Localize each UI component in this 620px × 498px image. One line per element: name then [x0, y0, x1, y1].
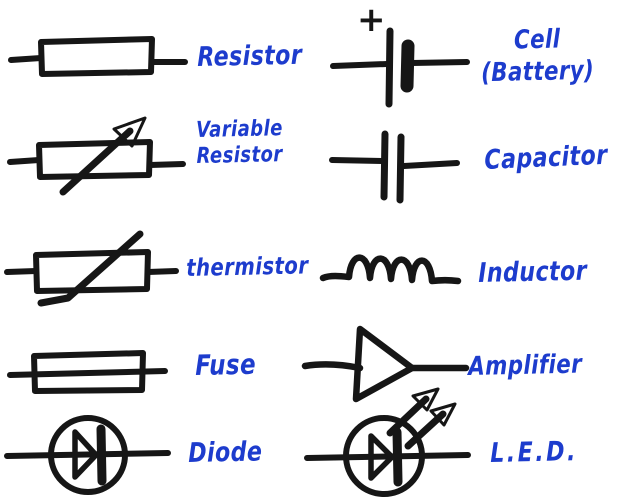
capacitor-label: Capacitor — [484, 139, 608, 176]
variable-resistor-symbol — [7, 116, 186, 196]
resistor-label: Resistor — [197, 39, 303, 73]
led-label: L.E.D. — [490, 436, 579, 469]
cell-battery-label-line2: (Battery) — [480, 55, 595, 89]
variable-resistor-label-line2: Resistor — [196, 142, 283, 169]
variable-resistor-label-line1: Variable — [196, 116, 283, 143]
inductor-label: Inductor — [478, 255, 588, 289]
capacitor-symbol — [329, 130, 460, 204]
thermistor-label: thermistor — [186, 251, 309, 282]
led-symbol — [304, 387, 471, 497]
resistor-symbol — [8, 36, 188, 77]
cell-battery-label-line1: Cell — [513, 24, 561, 56]
fuse-symbol — [7, 350, 168, 394]
variable-resistor-label: Variable Resistor — [196, 116, 283, 170]
cell-battery-symbol — [330, 27, 470, 108]
amplifier-label: Amplifier — [468, 349, 583, 382]
thermistor-symbol — [4, 230, 179, 307]
diode-label: Diode — [188, 436, 263, 469]
inductor-symbol — [319, 254, 462, 285]
cell-battery-label: Cell (Battery) — [476, 23, 600, 90]
fuse-label: Fuse — [195, 347, 257, 382]
cell-positive-terminal-marker: + — [357, 0, 386, 40]
amplifier-symbol — [301, 325, 470, 403]
diode-symbol — [4, 415, 171, 495]
